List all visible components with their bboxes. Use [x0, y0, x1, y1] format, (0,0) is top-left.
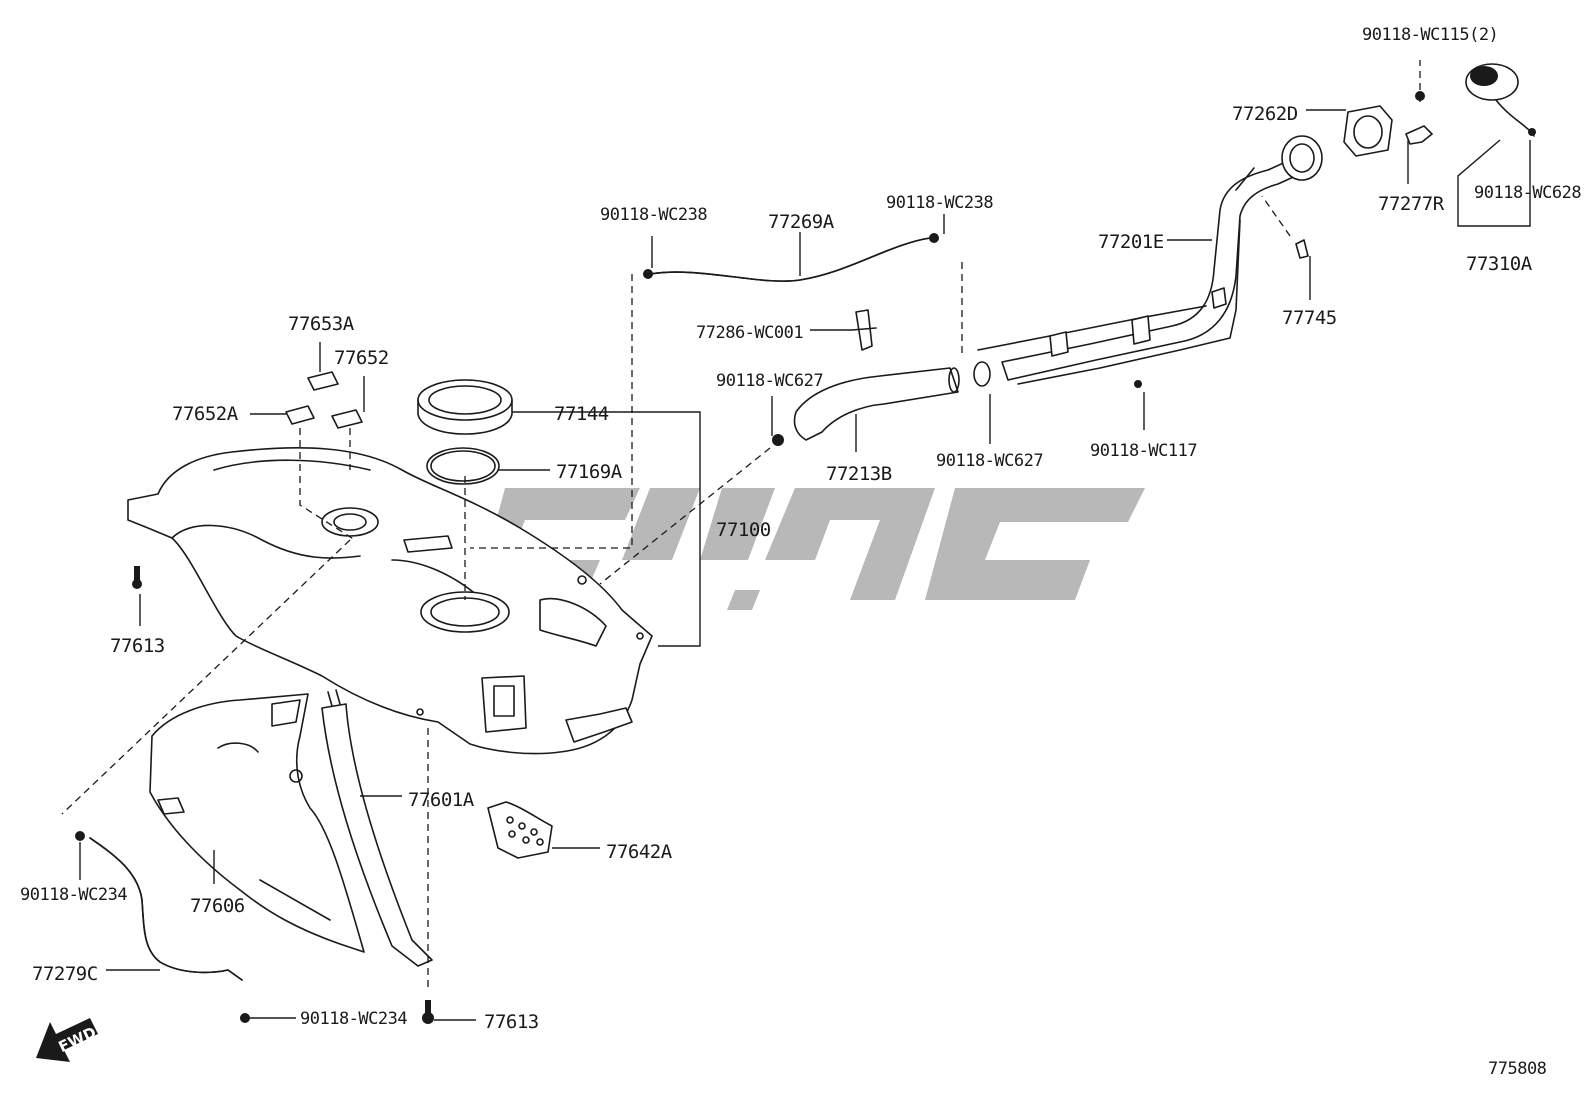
label-77606: 77606 — [190, 895, 245, 917]
hose-77213b — [772, 361, 991, 446]
label-90118-wc115: 90118-WC115(2) — [1362, 25, 1498, 45]
part-labels: 90118-WC115(2) 77262D 77277R 90118-WC628… — [20, 25, 1582, 1079]
label-90118-wc234-left: 90118-WC234 — [20, 885, 127, 905]
pad-77652a — [285, 405, 315, 425]
retainer-ring — [417, 379, 513, 435]
label-77213b: 77213B — [826, 463, 892, 485]
gasket — [426, 447, 500, 485]
filler-pipe — [977, 135, 1323, 388]
label-77201e: 77201E — [1098, 231, 1164, 253]
bezel-77262d — [1343, 105, 1393, 157]
fwd-arrow-icon: FWD — [36, 1018, 99, 1062]
leader-lines — [79, 109, 1531, 1021]
label-77277r: 77277R — [1378, 193, 1445, 215]
label-77279c: 77279C — [32, 963, 98, 985]
clamp-77286 — [851, 309, 877, 351]
label-77286-wc001: 77286-WC001 — [696, 323, 803, 343]
label-77169a: 77169A — [556, 461, 623, 483]
protector-77277r — [1405, 125, 1433, 145]
heat-insulator — [149, 693, 365, 953]
label-77100: 77100 — [716, 519, 771, 541]
pad-77653a — [307, 371, 339, 391]
figure-id: 775808 — [1488, 1059, 1547, 1079]
bracket-77642a — [487, 801, 553, 859]
label-90118-wc628: 90118-WC628 — [1474, 183, 1581, 203]
label-90118-wc627-right: 90118-WC627 — [936, 451, 1043, 471]
hose-77269a — [643, 233, 939, 282]
label-77745: 77745 — [1282, 307, 1337, 329]
tank-band — [321, 689, 433, 967]
label-90118-wc238-left: 90118-WC238 — [600, 205, 707, 225]
label-90118-wc234-bottom: 90118-WC234 — [300, 1009, 407, 1029]
label-77653a: 77653A — [288, 313, 355, 335]
plug-77745 — [1295, 239, 1309, 259]
label-77310a: 77310A — [1466, 253, 1533, 275]
label-77613-bottom: 77613 — [484, 1011, 539, 1033]
label-77613-left: 77613 — [110, 635, 165, 657]
fasteners — [75, 566, 434, 1024]
label-77642a: 77642A — [606, 841, 673, 863]
pad-77652 — [331, 409, 363, 429]
label-90118-wc117: 90118-WC117 — [1090, 441, 1197, 461]
label-90118-wc238-right: 90118-WC238 — [886, 193, 993, 213]
label-77144: 77144 — [554, 403, 609, 425]
filler-cap — [1465, 63, 1536, 137]
label-77269a: 77269A — [768, 211, 835, 233]
label-77652: 77652 — [334, 347, 389, 369]
label-90118-wc627-left: 90118-WC627 — [716, 371, 823, 391]
dashed-lines — [61, 60, 1421, 990]
label-77652a: 77652A — [172, 403, 239, 425]
label-77601a: 77601A — [408, 789, 475, 811]
label-77262d: 77262D — [1232, 103, 1298, 125]
tube-77279c — [89, 837, 243, 981]
